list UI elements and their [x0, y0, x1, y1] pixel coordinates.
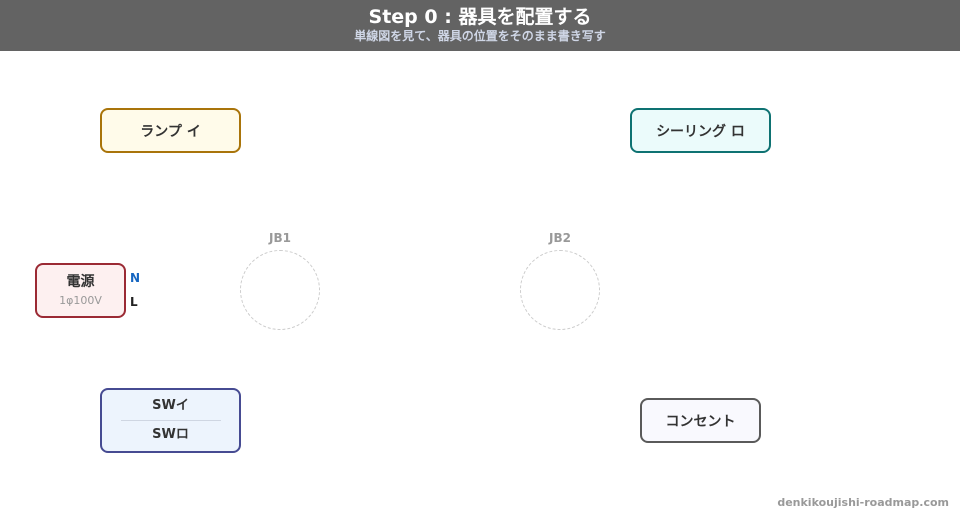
switch-i-label: SWイ: [152, 398, 189, 413]
junction-box-1[interactable]: [240, 250, 320, 330]
power-spec: 1φ100V: [59, 293, 102, 307]
terminal-n[interactable]: N: [130, 271, 141, 285]
switch-divider: [120, 420, 221, 421]
power-label: 電源: [66, 273, 95, 290]
page-title: Step 0 : 器具を配置する: [368, 6, 592, 28]
terminal-l[interactable]: L: [130, 295, 138, 309]
lamp-label: ランプ イ: [140, 123, 201, 140]
ceiling-ro-device[interactable]: シーリング ロ: [630, 108, 771, 153]
outlet-device[interactable]: コンセント: [640, 398, 761, 443]
switch-ro-label: SWロ: [152, 427, 189, 442]
switch-device[interactable]: SWイ SWロ: [100, 388, 241, 453]
ceiling-label: シーリング ロ: [656, 123, 745, 140]
jb1-label: JB1: [269, 231, 291, 245]
site-credit: denkikoujishi-roadmap.com: [777, 496, 949, 509]
page-subtitle: 単線図を見て、器具の位置をそのまま書き写す: [354, 29, 606, 43]
header: Step 0 : 器具を配置する 単線図を見て、器具の位置をそのまま書き写す: [0, 0, 960, 51]
junction-box-2[interactable]: [520, 250, 600, 330]
lamp-i-device[interactable]: ランプ イ: [100, 108, 241, 153]
outlet-label: コンセント: [665, 413, 736, 430]
power-source-device[interactable]: 電源 1φ100V: [35, 263, 126, 318]
jb2-label: JB2: [549, 231, 571, 245]
